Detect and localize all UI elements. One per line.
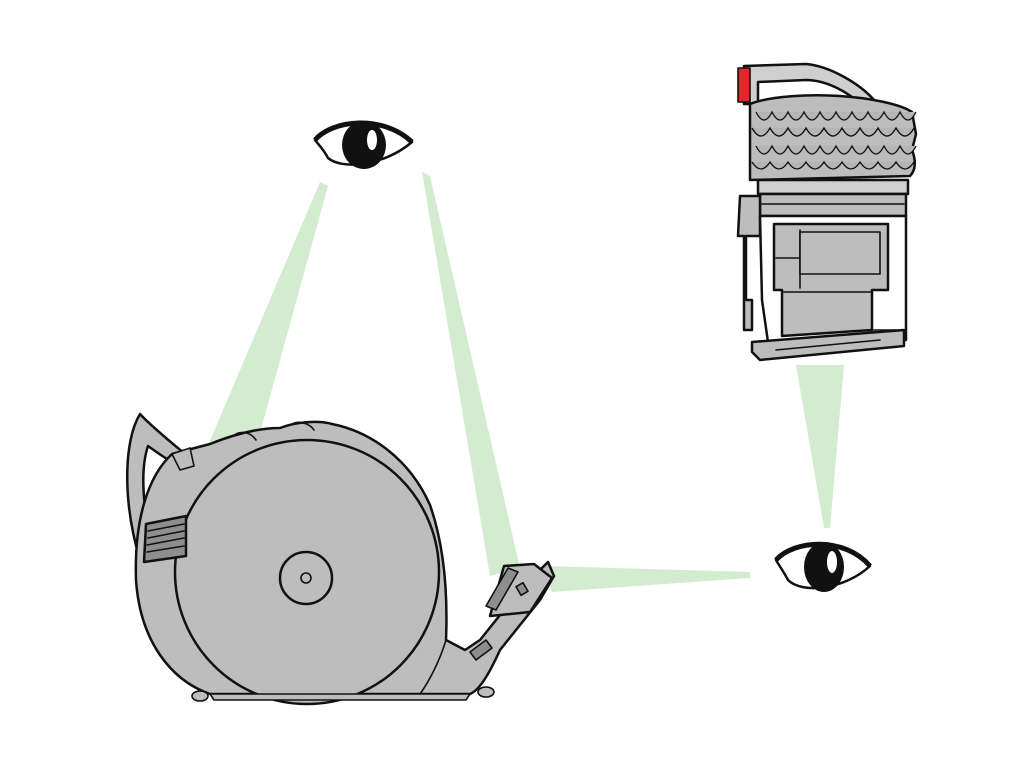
vacuum-wheel-hub [278, 550, 334, 606]
sight-beams [206, 172, 844, 592]
eye-icon [774, 541, 872, 592]
sight-beam-top-left [206, 182, 328, 450]
bin-release-button [737, 67, 751, 103]
vacuum-wheel [173, 438, 441, 706]
sight-beam-right-to-bin [796, 365, 844, 528]
sight-beam-top-right [422, 172, 520, 576]
eye-icon [313, 120, 414, 169]
cyclone-bin-icon [736, 62, 918, 362]
vacuum-vent [142, 514, 188, 564]
bin-cyclone-cones [751, 110, 917, 170]
vacuum-body-icon [126, 412, 556, 706]
bin-collar [756, 178, 910, 196]
sight-beam-right-to-vacuum [546, 566, 750, 592]
